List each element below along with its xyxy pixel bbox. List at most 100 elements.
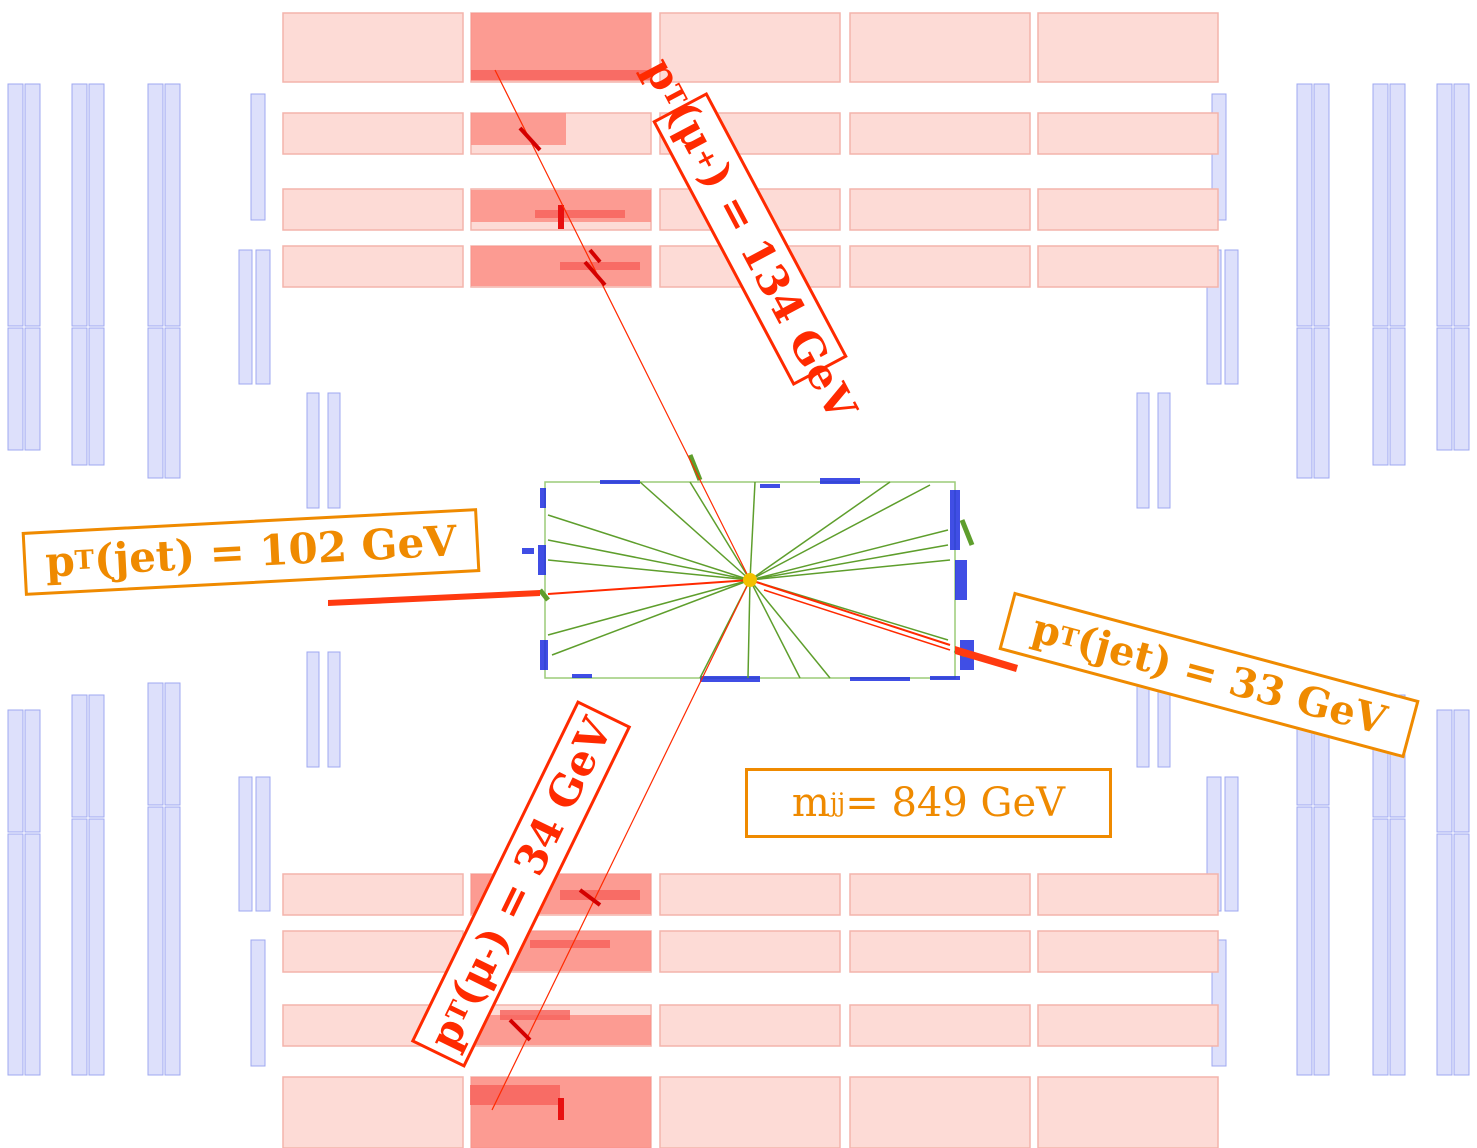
endcap-chamber <box>71 694 88 818</box>
calorimeter-deposit <box>540 488 546 508</box>
endcap-chamber <box>1389 818 1406 1076</box>
endcap-chamber <box>327 651 341 768</box>
charged-track <box>749 484 931 581</box>
charged-track <box>749 559 951 581</box>
muon-chamber <box>659 1004 841 1047</box>
endcap-chamber <box>7 327 24 451</box>
charged-track <box>749 579 801 679</box>
hit-mark <box>558 205 564 229</box>
endcap-chamber <box>88 83 105 327</box>
hit-segment <box>560 262 640 270</box>
muon-chamber <box>282 112 464 155</box>
muon-chamber <box>659 12 841 83</box>
pt-subscript: T <box>656 80 692 112</box>
endcap-chamber <box>1436 327 1453 451</box>
muon-chamber <box>282 188 464 231</box>
muon-chamber <box>1037 1004 1219 1047</box>
endcap-chamber <box>1136 392 1150 509</box>
endcap-chamber <box>71 818 88 1076</box>
endcap-chamber <box>1296 327 1313 479</box>
endcap-chamber <box>7 833 24 1076</box>
endcap-chamber <box>24 709 41 833</box>
muon-chamber <box>1037 930 1219 973</box>
calorimeter-deposit <box>955 560 967 600</box>
pt-subscript: T <box>440 996 477 1028</box>
muon-chamber <box>282 12 464 83</box>
hit-mark <box>558 1098 564 1120</box>
endcap-chamber <box>1436 833 1453 1076</box>
pt-subscript: T <box>1056 620 1082 654</box>
endcap-chamber <box>1372 818 1389 1076</box>
endcap-chamber <box>71 83 88 327</box>
charged-track <box>551 579 751 656</box>
pt-subscript: T <box>73 545 95 577</box>
muon-chamber <box>282 873 464 916</box>
muon-chamber <box>282 930 464 973</box>
charged-track <box>749 481 756 581</box>
endcap-chamber <box>164 327 181 479</box>
jet-left-energy-bar <box>328 590 540 606</box>
calorimeter-deposit <box>950 490 960 550</box>
jet-left-pt-value: (jet) = 102 GeV <box>92 516 458 585</box>
jet-left-axis <box>547 579 751 595</box>
jet-right-axis <box>763 589 951 651</box>
endcap-chamber <box>238 776 253 912</box>
endcap-chamber <box>1296 83 1313 327</box>
calorimeter-deposit <box>850 677 910 681</box>
endcap-chamber <box>1389 83 1406 327</box>
charged-track <box>639 481 751 581</box>
calorimeter-deposit <box>572 674 592 678</box>
endcap-chamber <box>88 818 105 1076</box>
endcap-chamber <box>1313 806 1330 1076</box>
tracks <box>328 69 1018 1111</box>
charged-track <box>547 559 751 581</box>
muon-chamber <box>659 930 841 973</box>
endcap-chamber <box>306 392 320 509</box>
hit-segment <box>560 890 640 900</box>
calorimeter-deposit <box>540 640 548 670</box>
endcap-chamber <box>255 776 271 912</box>
hit-segment <box>470 1085 560 1105</box>
muon-segment <box>578 888 602 907</box>
muon-chamber <box>849 112 1031 155</box>
charged-track <box>747 579 751 679</box>
endcap-chamber <box>306 651 320 768</box>
endcap-chamber <box>1453 709 1470 833</box>
hit-segment <box>500 1010 570 1020</box>
muon-chamber <box>1037 245 1219 288</box>
hit-segment <box>530 940 610 948</box>
endcap-chamber <box>1453 83 1470 327</box>
calorimeter-deposit <box>700 676 760 682</box>
dijet-mass-value: = 849 GeV <box>845 780 1066 826</box>
charged-track <box>689 481 751 581</box>
muon-chamber <box>659 873 841 916</box>
muon-chamber <box>282 245 464 288</box>
endcap-chamber <box>250 93 266 221</box>
endcap-chamber <box>1224 249 1239 385</box>
muon-chamber <box>1037 873 1219 916</box>
muon-chamber <box>849 930 1031 973</box>
endcap-chamber <box>147 327 164 479</box>
track-segment <box>959 519 975 546</box>
endcap-chamber <box>24 327 41 451</box>
charged-track <box>749 481 891 581</box>
charged-track <box>749 544 949 581</box>
calorimeter-deposit <box>538 545 546 575</box>
endcap-chamber <box>71 327 88 466</box>
charge-superscript: + <box>688 142 726 175</box>
calorimeter-deposit <box>820 478 860 484</box>
charged-track <box>749 579 831 679</box>
track-segment <box>538 588 550 602</box>
charged-track <box>547 579 751 636</box>
muon-chamber <box>849 188 1031 231</box>
charge-superscript: - <box>471 941 504 965</box>
endcap-chamber <box>1157 392 1171 509</box>
muon-chamber <box>659 1076 841 1148</box>
calorimeter-deposit <box>760 484 780 488</box>
muon-chamber <box>1037 112 1219 155</box>
muon-chamber <box>849 12 1031 83</box>
muon-chamber <box>849 1076 1031 1148</box>
endcap-chamber <box>255 249 271 385</box>
pt-symbol: p <box>44 536 77 587</box>
